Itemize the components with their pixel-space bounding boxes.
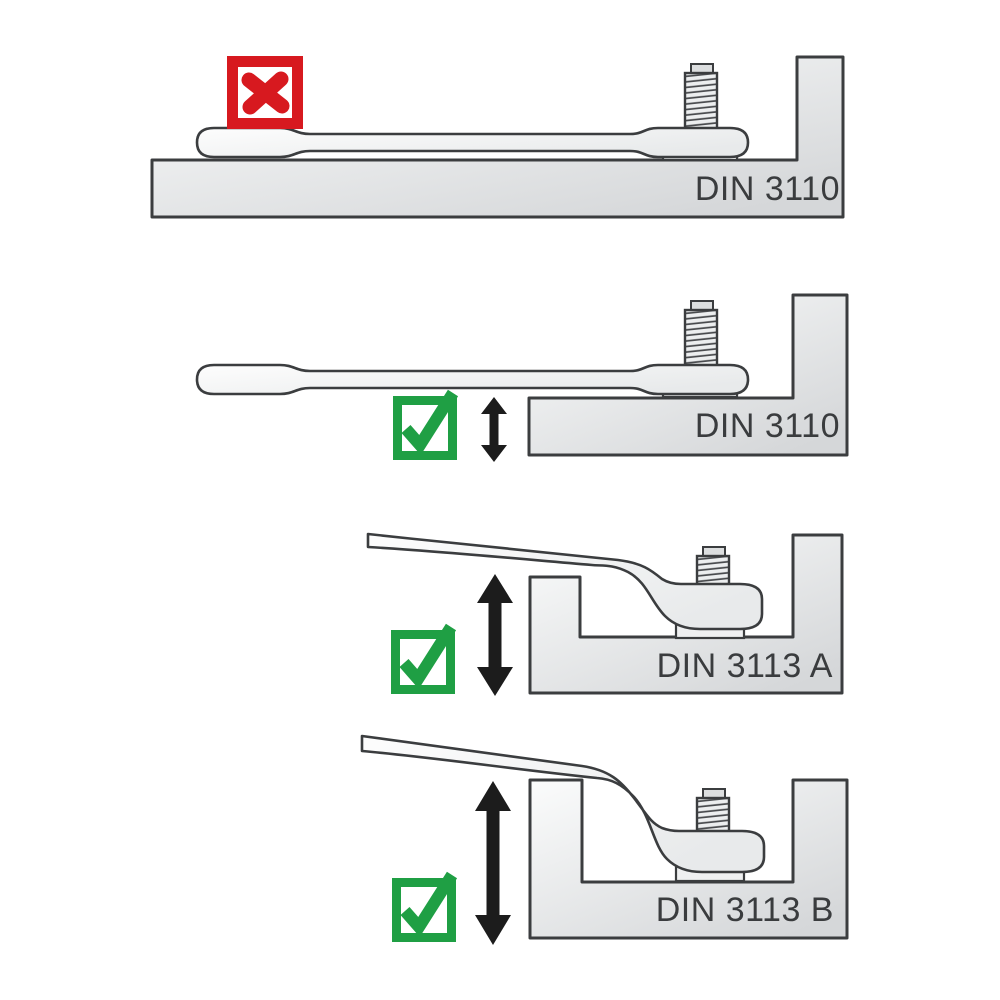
clearance-double-arrow-icon xyxy=(477,574,513,696)
check-icon xyxy=(397,875,453,938)
din-standard-label: DIN 3113 B xyxy=(656,891,834,929)
din-standard-label: DIN 3113 A xyxy=(657,647,833,685)
bolt xyxy=(695,787,731,834)
fixture-base xyxy=(528,533,844,695)
fixture-base xyxy=(528,778,849,940)
panel-3-din-3113a-suitable: DIN 3113 A xyxy=(366,532,844,696)
clearance-double-arrow-icon xyxy=(481,397,507,462)
check-icon xyxy=(398,393,454,456)
panel-4-din-3113b-suitable: DIN 3113 B xyxy=(360,734,849,945)
flat-wrench xyxy=(195,126,750,159)
fixture-base xyxy=(527,293,849,457)
bolt xyxy=(683,299,719,371)
din-standard-label: DIN 3110 xyxy=(695,170,840,208)
panel-2-din-3110-suitable: DIN 3110 xyxy=(195,293,849,462)
bolt xyxy=(683,62,719,134)
check-icon xyxy=(396,627,452,690)
panel-1-din-3110-unsuitable: DIN 3110 xyxy=(150,55,845,219)
flat-wrench xyxy=(195,363,750,396)
din-standard-label: DIN 3110 xyxy=(695,407,840,445)
deep-offset-ring-wrench xyxy=(360,734,766,874)
fixture-base xyxy=(150,55,845,219)
clearance-double-arrow-icon xyxy=(475,781,511,945)
offset-ring-wrench xyxy=(366,532,764,631)
cross-icon xyxy=(227,56,303,129)
